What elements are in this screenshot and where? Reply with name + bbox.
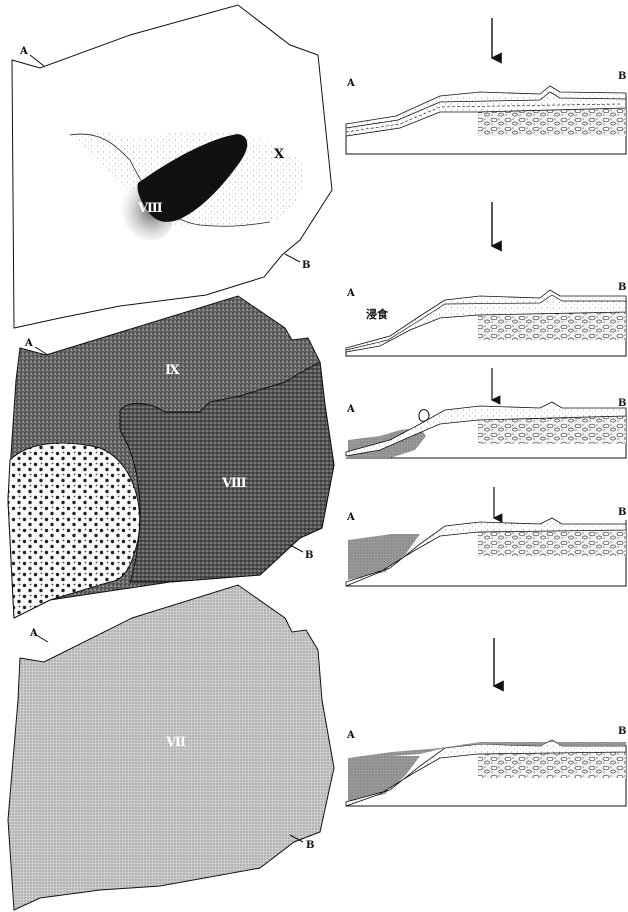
section-1-label-b: B (618, 71, 626, 82)
map-2: Ⅸ Ⅷ A B (8, 296, 334, 618)
map-1-point-b: B (302, 260, 310, 271)
section-4-label-a: A (346, 512, 355, 523)
map-2-gravel-zone (8, 443, 140, 618)
map-1-point-a: A (19, 46, 28, 57)
map-1-unit-label-viii: Ⅷ (137, 201, 163, 216)
section-5: A B (346, 638, 626, 806)
section-3-boulder-bed (478, 416, 626, 444)
section-5-label-b: B (618, 726, 626, 737)
map-2-unit-label-ix: Ⅸ (165, 363, 180, 378)
section-3-label-b: B (618, 398, 626, 409)
section-4-grey-fill (348, 534, 420, 580)
map-3-unit-label-vii: Ⅶ (165, 735, 186, 750)
section-2-label-b: B (618, 282, 626, 293)
section-1: A B (346, 18, 626, 154)
section-4: A B (346, 487, 626, 586)
section-3-label-a: A (346, 404, 355, 415)
map-3-point-b: B (306, 840, 314, 851)
section-1-label-a: A (346, 78, 355, 89)
section-3: A B (346, 368, 626, 458)
section-5-grey-fill (348, 756, 420, 802)
section-2-erosion-annotation: 浸食 (366, 307, 389, 321)
section-2-boulder-bed (478, 312, 626, 340)
map-1-unit-label-x: Ⅹ (274, 147, 285, 162)
map-2-point-b: B (305, 550, 313, 561)
section-4-label-b: B (618, 507, 626, 518)
section-2: A B 浸食 (346, 202, 626, 356)
section-5-label-a: A (346, 730, 355, 741)
map-3-point-a: A (29, 628, 38, 639)
map-2-unit-label-viii: Ⅷ (221, 476, 247, 491)
section-1-boulder-bed (478, 108, 626, 136)
section-2-label-a: A (346, 288, 355, 299)
map-2-point-a: A (24, 338, 33, 349)
map-1: Ⅹ Ⅷ A B (12, 5, 332, 328)
map-3: Ⅶ A B (8, 585, 334, 910)
